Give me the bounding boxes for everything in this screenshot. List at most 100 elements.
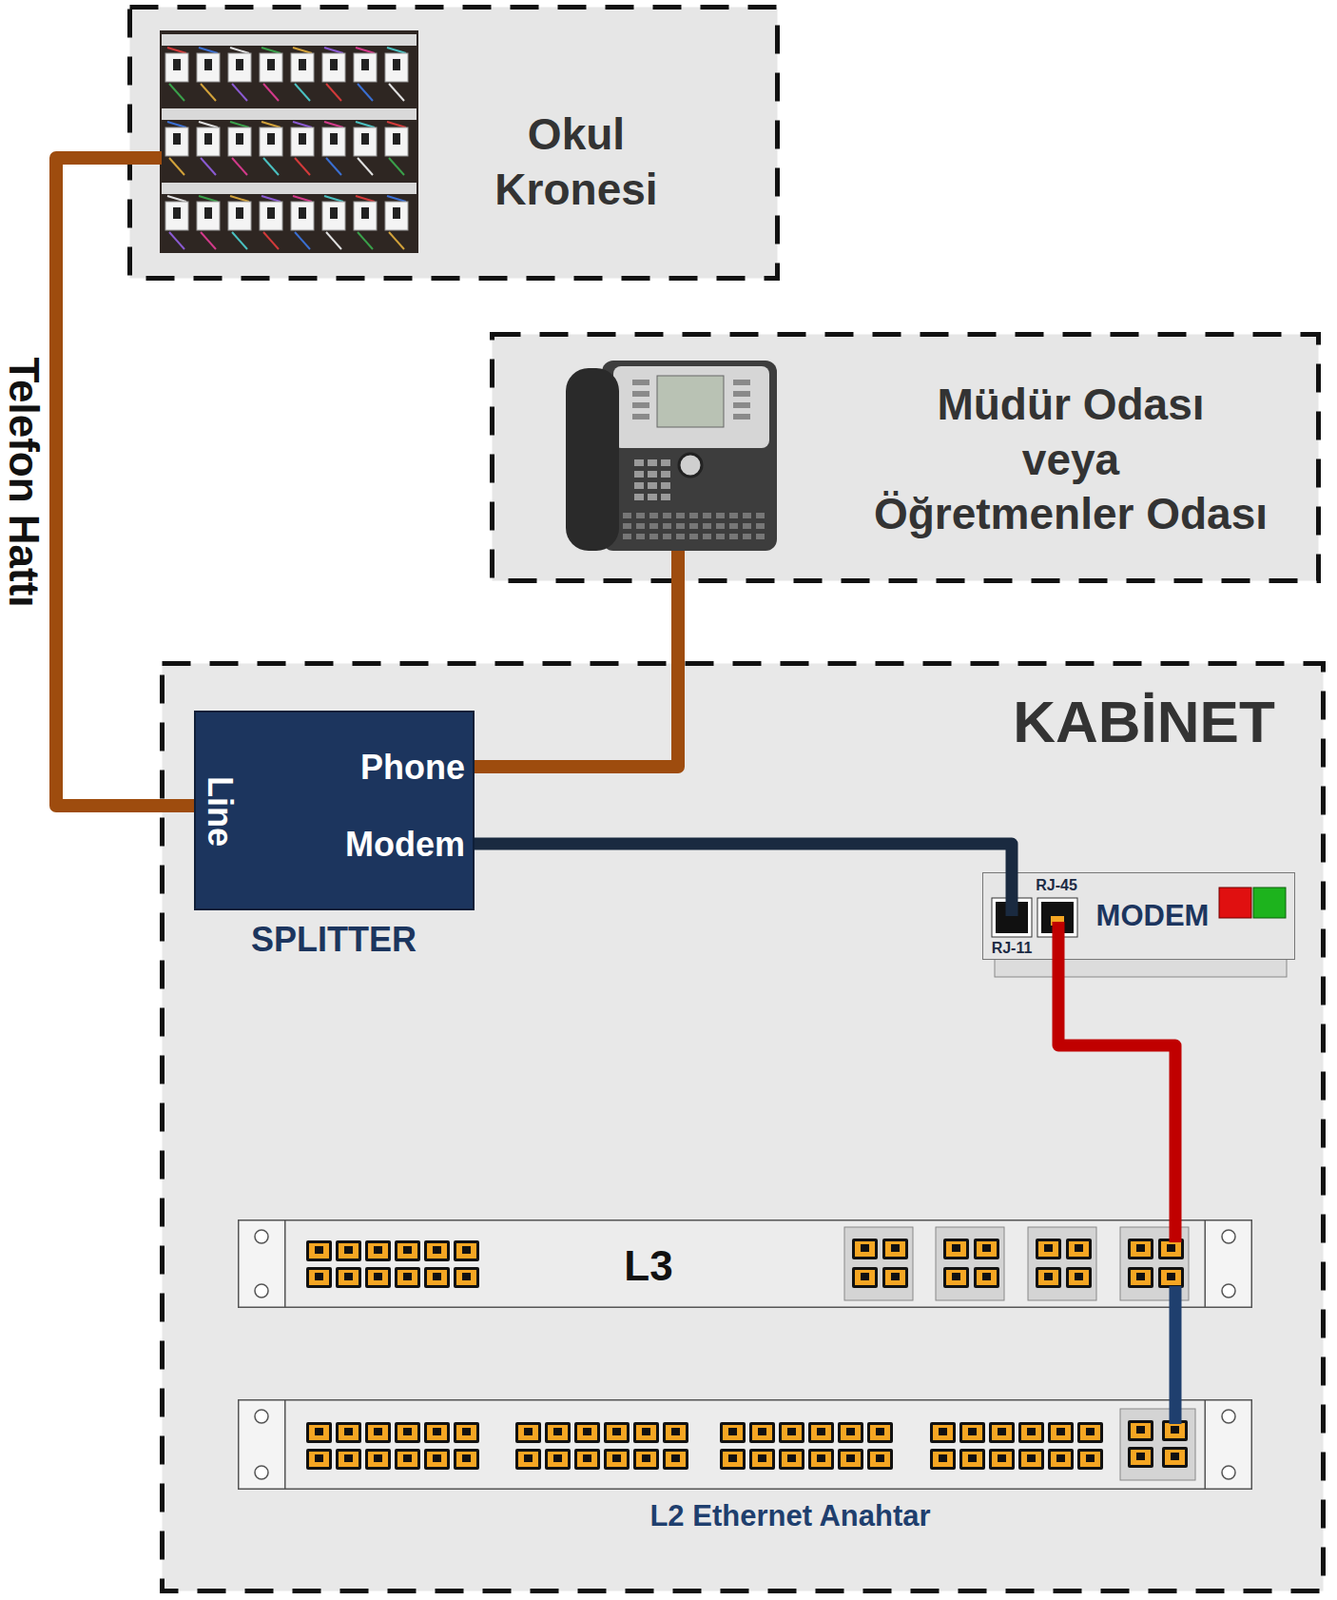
port-symbol [846,1453,855,1462]
port-symbol [752,1424,773,1440]
port-symbol [749,1448,776,1470]
sfp-tray [935,1226,1005,1300]
krone-terminal [290,127,314,156]
cable-connector [56,157,194,806]
krone-wire [198,47,218,54]
port-symbol [1035,1238,1062,1260]
port-symbol [641,1453,651,1462]
port-symbol [1038,1240,1059,1257]
krone-terminal [165,127,189,156]
krone-wire [169,232,185,250]
port-symbol [1136,1425,1145,1434]
port-symbol [991,1451,1012,1467]
rack-ear [238,1220,286,1308]
sfp-tray [844,1226,913,1300]
port-symbol [373,1272,383,1280]
dashed-area-outline [492,334,1319,582]
port-symbol [1158,1266,1184,1288]
port-symbol [547,1424,568,1440]
port-symbol [612,1427,621,1435]
krone-wire [292,47,312,54]
port-symbol [641,1427,651,1435]
port-symbol [860,1272,870,1280]
krone-wire [263,232,279,250]
port-label: Phone [360,745,466,789]
port-symbol [547,1451,568,1467]
krone-terminal [259,53,283,82]
krone-wire [326,232,342,250]
phone-key [755,523,765,529]
krone-wire [261,47,281,54]
rack-screw [1221,1229,1236,1243]
krone-slot [329,133,338,145]
port-symbol [722,1451,743,1467]
port-symbol [306,1421,332,1443]
phone-key [742,512,752,519]
port-symbol [982,1243,991,1252]
port-symbol [891,1272,900,1280]
port-symbol [577,1424,598,1440]
krone-terminal [385,201,408,231]
krone-wire [169,157,185,175]
port-symbol [309,1242,330,1259]
port-symbol [397,1451,418,1467]
port-symbol [671,1427,680,1435]
modem-base [994,958,1287,977]
port-symbol [397,1242,418,1259]
cable-connector [474,843,1012,872]
port-symbol [1085,1427,1095,1435]
phone-key [733,413,751,420]
port-symbol [582,1427,592,1435]
port-symbol [368,1451,388,1467]
krone-terminal [353,53,377,82]
port-symbol [1050,1451,1071,1467]
phone-key [660,482,671,489]
krone-slot [361,207,369,219]
port-symbol [453,1240,480,1261]
port-symbol [515,1448,542,1470]
krone-wire [294,232,311,250]
port-symbol [757,1427,767,1435]
phone-key [634,470,644,478]
switch-panel: L3 [237,1219,1253,1308]
phone-key [733,390,751,397]
cable-label: Telefon Hattı [2,356,45,607]
wire-stub [671,546,685,583]
phone-key [647,482,658,489]
phone-key [733,402,751,408]
phone-key [634,459,644,466]
port-symbol [394,1240,421,1261]
port-symbol [867,1421,893,1443]
port-symbol [633,1448,659,1470]
port-symbol [1018,1421,1045,1443]
port-symbol [946,1240,967,1257]
phone-nav [678,453,702,477]
port-symbol [523,1453,533,1462]
wire-stub [1169,1285,1182,1308]
port-symbol [456,1242,477,1259]
port-symbol [1164,1449,1185,1465]
port-symbol [885,1269,906,1285]
modem-device: RJ-45RJ-11MODEM [982,871,1296,977]
port-symbol [1170,1452,1180,1460]
krone-wire [357,83,373,101]
port-symbol [757,1453,767,1462]
phone-key [647,470,658,478]
area-title: Müdür Odası veya Öğretmenler Odası [873,377,1268,543]
krone-slot [298,58,307,71]
phone-key [662,523,672,529]
rack-screw [254,1409,269,1423]
krone-wire [230,195,250,202]
port-symbol [808,1448,834,1470]
port-symbol [811,1451,832,1467]
port-symbol [432,1453,442,1462]
krone-wire [326,157,342,175]
port-symbol [854,1269,875,1285]
port-symbol [1170,1425,1180,1434]
port-symbol [314,1453,324,1462]
port-symbol [1130,1240,1151,1257]
port-symbol [633,1421,659,1443]
krone-terminal [196,201,220,231]
port-symbol [1056,1453,1066,1462]
